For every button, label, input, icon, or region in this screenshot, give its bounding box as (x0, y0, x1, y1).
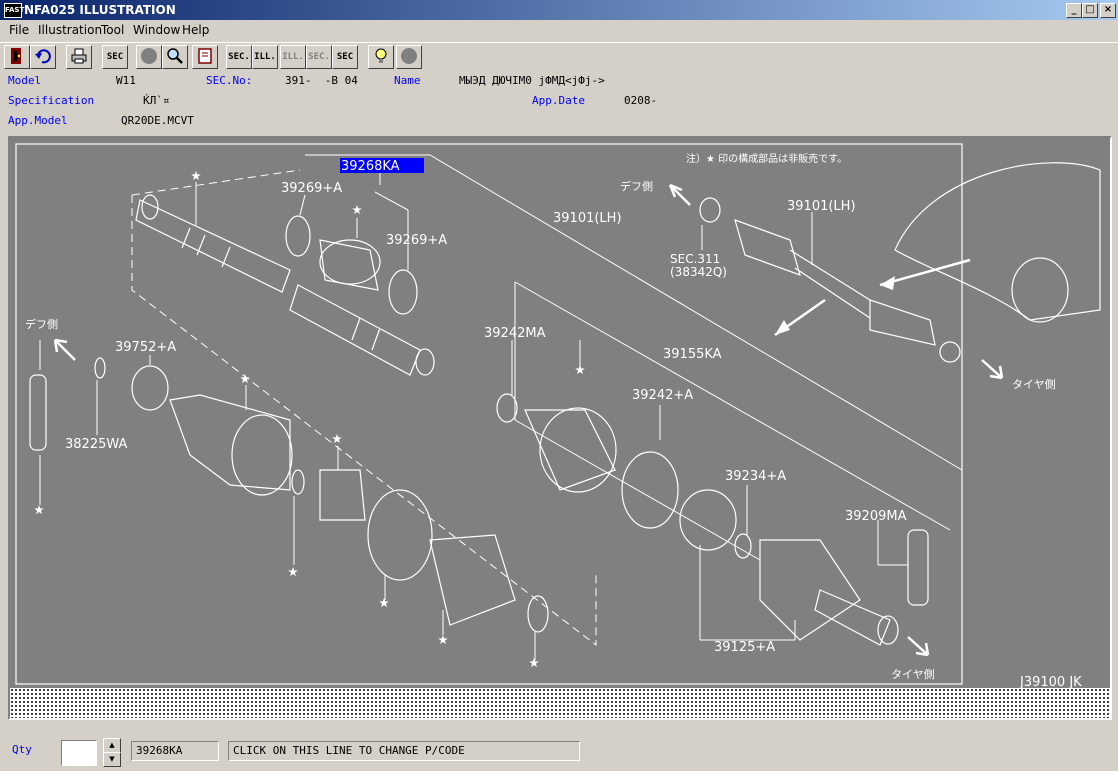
magnifier-icon (167, 48, 183, 64)
selected-part-code[interactable]: 39268KA (341, 159, 400, 174)
ill-first-button[interactable]: ILL. (252, 45, 278, 69)
title-bar: FAST NFA025 ILLUSTRATION _ □ × (0, 0, 1118, 20)
menu-file[interactable]: File (9, 23, 30, 37)
circle-button-2[interactable] (396, 45, 422, 69)
name-label: Name (394, 74, 421, 87)
label-sec311[interactable]: SEC.311 (670, 252, 720, 266)
menu-tool[interactable]: Tool (101, 23, 125, 37)
secno-value: 391- -B 04 (285, 74, 358, 87)
print-button[interactable] (66, 45, 92, 69)
book-icon (198, 48, 212, 64)
part-code-field[interactable]: 39268KA (131, 741, 219, 761)
label-39234a[interactable]: 39234+A (725, 469, 786, 484)
gray-circle-icon (141, 48, 157, 64)
menu-help[interactable]: Help (182, 23, 210, 37)
label-39125a[interactable]: 39125+A (714, 640, 775, 655)
qty-input[interactable] (61, 740, 97, 766)
ill-next-button[interactable]: ILL. (280, 45, 306, 69)
undo-arrow-icon (35, 49, 51, 64)
minimize-button[interactable]: _ (1066, 3, 1082, 18)
qty-up-button[interactable]: ▲ (103, 738, 121, 753)
label-tire-side-2: タイヤ側 (891, 668, 935, 681)
label-39269a-1[interactable]: 39269+A (281, 181, 342, 196)
sec-query-button[interactable]: SEC (332, 45, 358, 69)
label-39155ka[interactable]: 39155KA (663, 347, 722, 362)
menu-illustration[interactable]: Illustration (38, 23, 103, 37)
spec-label: Specification (8, 94, 95, 107)
label-39101lh-1[interactable]: 39101(LH) (553, 211, 622, 226)
label-38342q[interactable]: (38342Q) (670, 265, 727, 279)
model-value: W11 (116, 74, 136, 87)
sec-next-button[interactable]: SEC. (306, 45, 332, 69)
exit-door-icon (11, 48, 21, 64)
change-pcode-message[interactable]: CLICK ON THIS LINE TO CHANGE P/CODE (228, 741, 580, 761)
gray-circle-icon (401, 48, 417, 64)
appmodel-value: QR20DE.MCVT (121, 114, 194, 127)
menu-bar: File Illustration Tool Window Help (0, 20, 1118, 40)
appdate-value: 0208- (624, 94, 658, 107)
menu-window[interactable]: Window (133, 23, 181, 37)
back-button[interactable] (30, 45, 56, 69)
close-button[interactable]: × (1100, 3, 1116, 18)
hint-button[interactable] (368, 45, 394, 69)
parts-diagram: 39268KA 注）★ 印の構成部品は非販売です。 39269+A 39269+… (15, 143, 1101, 688)
label-39242a[interactable]: 39242+A (632, 388, 693, 403)
label-diff-side-2: デフ側 (25, 317, 58, 331)
circle-button-1[interactable] (136, 45, 162, 69)
sec-button[interactable]: SEC (102, 45, 128, 69)
label-39269a-2[interactable]: 39269+A (386, 233, 447, 248)
label-39242ma[interactable]: 39242MA (484, 326, 546, 341)
toolbar: SEC SEC. ILL. ILL. SEC. SEC (0, 42, 1118, 73)
illustration-ref-code: J39100 JK (1019, 675, 1082, 688)
book-button[interactable] (192, 45, 218, 69)
search-button[interactable] (162, 45, 188, 69)
name-value: МЫЭД ДЮЧIМ0 jФМД<jФj-> (459, 74, 605, 87)
label-diff-side-1: デフ側 (620, 179, 653, 193)
bottom-bar: Qty ▲ ▼ 39268KA CLICK ON THIS LINE TO CH… (0, 726, 1118, 771)
note-text: 注）★ 印の構成部品は非販売です。 (686, 152, 847, 165)
lightbulb-icon (375, 48, 387, 63)
model-label: Model (8, 74, 42, 87)
label-39101lh-2[interactable]: 39101(LH) (787, 199, 856, 214)
label-tire-side-1: タイヤ側 (1012, 378, 1056, 391)
illustration-hatch-strip (10, 688, 1110, 718)
app-icon: FAST (4, 3, 24, 18)
label-39752a[interactable]: 39752+A (115, 340, 176, 355)
exit-button[interactable] (4, 45, 30, 69)
printer-icon (71, 48, 87, 64)
spec-value: ЌЛ`¤ (143, 94, 170, 107)
qty-label: Qty (12, 743, 32, 756)
shaft-upper (135, 194, 435, 376)
appmodel-label: App.Model (8, 114, 68, 127)
label-38225wa[interactable]: 38225WA (65, 437, 127, 452)
secno-label: SEC.No: (206, 74, 253, 87)
label-39209ma[interactable]: 39209MA (845, 509, 907, 524)
appdate-label: App.Date (532, 94, 585, 107)
window-title: NFA025 ILLUSTRATION (24, 3, 176, 17)
maximize-button[interactable]: □ (1082, 3, 1098, 18)
sec-prev-button[interactable]: SEC. (226, 45, 252, 69)
qty-down-button[interactable]: ▼ (103, 752, 121, 767)
illustration-canvas[interactable]: 39268KA 注）★ 印の構成部品は非販売です。 39269+A 39269+… (10, 138, 1110, 688)
